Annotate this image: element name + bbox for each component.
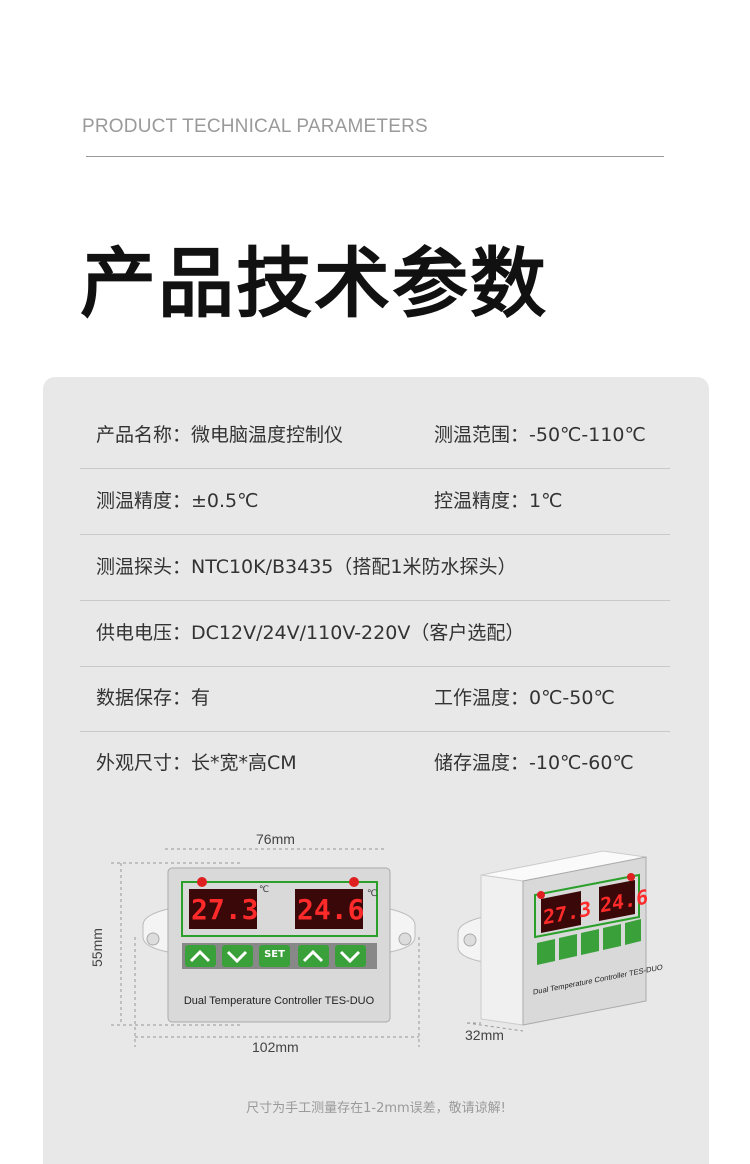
header-divider xyxy=(86,156,664,157)
spec-row: 测温精度：±0.5℃ 控温精度：1℃ xyxy=(80,468,670,535)
perspective-view-diagram xyxy=(457,850,647,1032)
spec-left: 供电电压：DC12V/24V/110V-220V（客户选配） xyxy=(96,622,525,644)
spec-left: 测温精度：±0.5℃ xyxy=(96,490,259,512)
page-title: 产品技术参数 xyxy=(80,239,548,328)
display-left: 27.3 xyxy=(191,893,259,926)
unit-left: ℃ xyxy=(259,885,270,895)
spec-row: 供电电压：DC12V/24V/110V-220V（客户选配） xyxy=(80,600,670,667)
dim-width-top: 76mm xyxy=(256,831,295,847)
unit-right: ℃ xyxy=(367,889,378,899)
display-right: 24.6 xyxy=(297,893,365,926)
set-button-label: SET xyxy=(264,949,285,960)
spec-left: 产品名称：微电脑温度控制仪 xyxy=(96,424,344,446)
spec-right: 测温范围：-50℃-110℃ xyxy=(434,424,646,446)
spec-panel: 产品名称：微电脑温度控制仪 测温范围：-50℃-110℃ 测温精度：±0.5℃ … xyxy=(43,377,709,1164)
spec-right: 储存温度：-10℃-60℃ xyxy=(434,752,634,774)
product-label: Dual Temperature Controller TES-DUO xyxy=(183,995,375,1007)
footer-note: 尺寸为手工测量存在1-2mm误差，敬请谅解! xyxy=(246,1101,506,1116)
spec-right: 工作温度：0℃-50℃ xyxy=(434,687,615,709)
spec-row: 数据保存：有 工作温度：0℃-50℃ xyxy=(80,665,670,732)
spec-left: 测温探头：NTC10K/B3435（搭配1米防水探头） xyxy=(96,556,517,578)
spec-row: 测温探头：NTC10K/B3435（搭配1米防水探头） xyxy=(80,534,670,601)
spec-row: 外观尺寸：长*宽*高CM 储存温度：-10℃-60℃ xyxy=(80,730,670,796)
dim-width-bottom: 102mm xyxy=(252,1039,299,1055)
spec-left: 数据保存：有 xyxy=(96,687,211,709)
front-view-diagram xyxy=(111,848,420,1047)
spec-right: 控温精度：1℃ xyxy=(434,490,563,512)
dim-depth: 32mm xyxy=(465,1027,504,1043)
spec-left: 外观尺寸：长*宽*高CM xyxy=(96,752,297,774)
header-subtitle: PRODUCT TECHNICAL PARAMETERS xyxy=(82,116,428,137)
spec-row: 产品名称：微电脑温度控制仪 测温范围：-50℃-110℃ xyxy=(80,402,670,469)
